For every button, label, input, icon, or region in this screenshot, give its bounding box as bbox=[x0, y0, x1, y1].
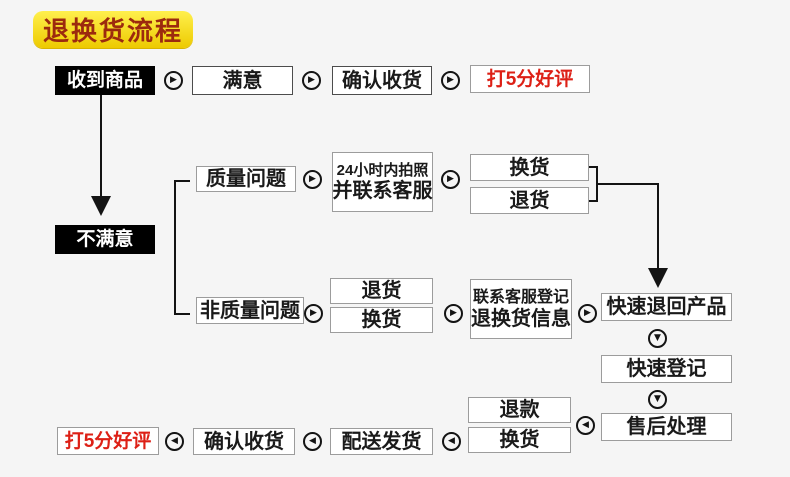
node-quality-exchange: 换货 bbox=[470, 154, 589, 181]
node-five-star-review-top: 打5分好评 bbox=[470, 65, 590, 93]
node-confirm-receipt-bottom: 确认收货 bbox=[193, 428, 295, 455]
node-fast-register: 快速登记 bbox=[601, 355, 732, 383]
arrow-right-icon: ▶ bbox=[304, 304, 323, 323]
node-satisfied: 满意 bbox=[192, 66, 293, 95]
branch-bracket-line bbox=[174, 180, 176, 315]
page-title: 退换货流程 bbox=[33, 11, 193, 48]
arrowhead-down bbox=[91, 196, 111, 216]
photo-line2: 并联系客服 bbox=[332, 180, 433, 202]
node-photo-contact-service: 24小时内拍照 并联系客服 bbox=[332, 152, 433, 212]
node-nonquality-return: 退货 bbox=[330, 278, 433, 304]
arrow-left-icon: ◀ bbox=[165, 432, 184, 451]
node-five-star-review-bottom: 打5分好评 bbox=[57, 427, 159, 455]
node-delivery: 配送发货 bbox=[330, 428, 433, 455]
node-contact-service-register: 联系客服登记 退换货信息 bbox=[470, 279, 572, 339]
node-fast-return-product: 快速退回产品 bbox=[601, 293, 732, 321]
branch-bracket-top-stub bbox=[176, 180, 190, 182]
merge-bracket-bottom-stub bbox=[589, 200, 596, 202]
node-nonquality-exchange: 换货 bbox=[330, 307, 433, 333]
arrowhead-down bbox=[648, 268, 668, 288]
node-quality-return: 退货 bbox=[470, 187, 589, 214]
arrow-right-icon: ▶ bbox=[441, 170, 460, 189]
arrow-left-icon: ◀ bbox=[576, 416, 595, 435]
arrow-left-icon: ◀ bbox=[303, 432, 322, 451]
contact-line1: 联系客服登记 bbox=[472, 288, 569, 306]
arrow-down-icon: ▼ bbox=[648, 329, 667, 348]
node-confirm-receipt-top: 确认收货 bbox=[332, 66, 432, 95]
node-bottom-exchange: 换货 bbox=[468, 427, 571, 453]
node-received-goods: 收到商品 bbox=[55, 66, 155, 95]
merge-bracket-top-stub bbox=[589, 166, 596, 168]
arrow-left-icon: ◀ bbox=[442, 432, 461, 451]
arrow-right-icon: ▶ bbox=[302, 71, 321, 90]
contact-line2: 退换货信息 bbox=[471, 307, 571, 330]
arrow-right-icon: ▶ bbox=[164, 71, 183, 90]
node-refund: 退款 bbox=[468, 397, 571, 423]
arrow-right-icon: ▶ bbox=[303, 170, 322, 189]
route-horizontal-line bbox=[596, 183, 659, 185]
node-after-sales: 售后处理 bbox=[601, 413, 732, 441]
node-non-quality-issue: 非质量问题 bbox=[196, 297, 304, 324]
node-quality-issue: 质量问题 bbox=[196, 166, 296, 192]
photo-line1: 24小时内拍照 bbox=[336, 162, 429, 179]
arrow-right-icon: ▶ bbox=[441, 71, 460, 90]
connector-down-line bbox=[100, 95, 102, 198]
route-vertical-line bbox=[657, 183, 659, 269]
arrow-right-icon: ▶ bbox=[578, 304, 597, 323]
branch-bracket-bottom-stub bbox=[176, 313, 190, 315]
arrow-right-icon: ▶ bbox=[444, 304, 463, 323]
arrow-down-icon: ▼ bbox=[648, 390, 667, 409]
node-unsatisfied: 不满意 bbox=[55, 225, 155, 254]
